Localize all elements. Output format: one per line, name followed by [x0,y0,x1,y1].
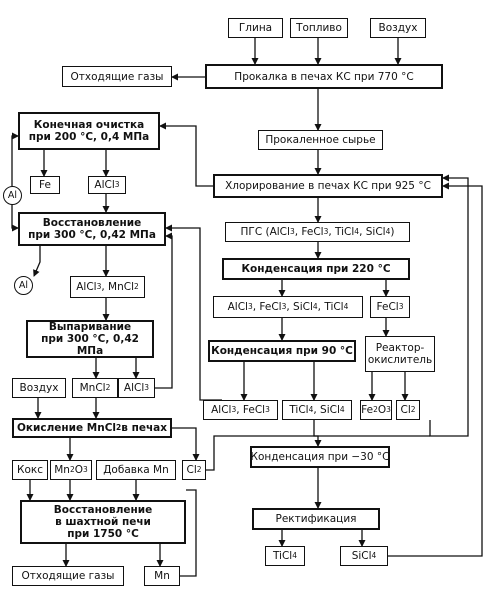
arrow-vosstan-al2 [33,246,41,277]
node-kond90: Конденсация при 90 °С [208,340,356,362]
arrow-al1-konechnaya [11,132,19,186]
loop-cl2-khlor [429,174,469,437]
loop-cl2left-khlor [206,435,430,471]
loop-sicl4-khlor [388,182,483,557]
node-kondm30: Конденсация при −30 °С [250,446,390,468]
node-reaktor: Реактор-окислитель [365,336,435,372]
node-offgas-top: Отходящие газы [62,66,172,87]
node-khlorirovanie: Хлорирование в печах КС при 925 °С [213,174,443,198]
node-glina: Глина [228,18,283,38]
loop-alcl3mid-vosstan [155,232,173,389]
node-rektifikatsiya: Ректификация [252,508,380,530]
node-koks: Кокс [12,460,48,480]
arrow-khlor-konechnaya [159,122,213,187]
node-prokalennoe: Прокаленное сырье [258,130,383,150]
node-prokalka: Прокалка в печах КС при 770 °С [205,64,443,89]
node-offgas-bottom: Отходящие газы [12,566,124,586]
arrow-al1-vosstan [11,204,19,232]
node-vozdukh-top: Воздух [370,18,426,38]
node-mn: Mn [144,566,180,586]
arrow-tisi-kondm30 [313,420,322,447]
loop-mn-dobavka [180,489,197,577]
node-kond220: Конденсация при 220 °С [222,258,410,280]
node-fe: Fe [30,176,60,194]
arrow-okislenie-cl2 [172,427,200,461]
node-dobavka-mn: Добавка Mn [96,460,176,480]
node-vozdukh-left: Воздух [12,378,66,398]
node-al-circle-1: Al [3,186,22,205]
node-al-circle-2: Al [14,276,33,295]
node-toplivo: Топливо [290,18,348,38]
